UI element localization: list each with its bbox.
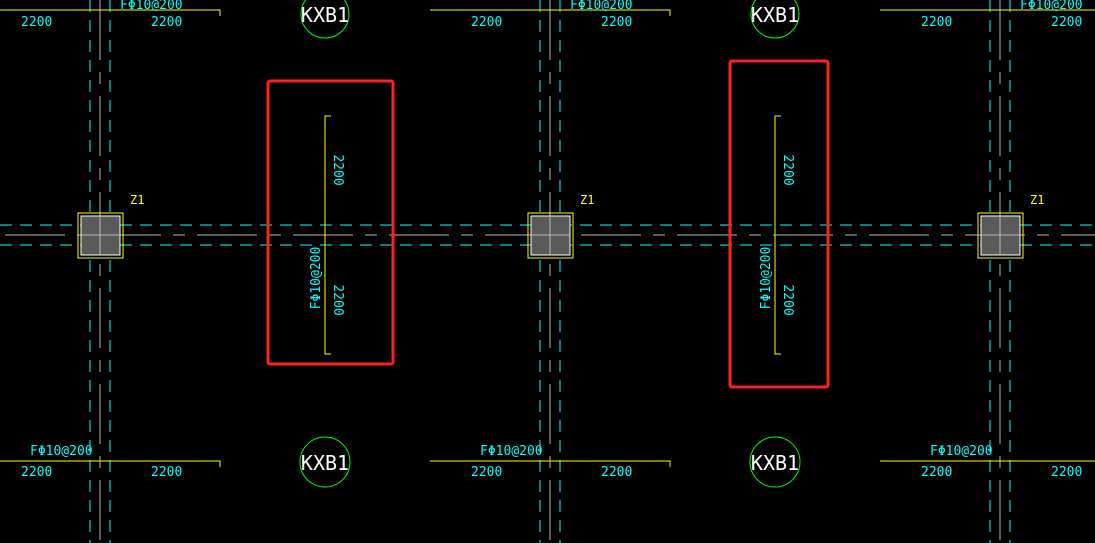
span-length: 2200 bbox=[21, 465, 52, 480]
slab-tag-circle bbox=[299, 436, 351, 488]
slab-tag[interactable]: KXB1 bbox=[301, 3, 349, 27]
slab-tag[interactable]: KXB1 bbox=[751, 451, 799, 475]
slab-tag-circle bbox=[749, 436, 801, 488]
span-length: 2200 bbox=[921, 465, 952, 480]
rebar-spec-bottom: FΦ10@200 bbox=[480, 444, 543, 459]
slab-tag[interactable]: KXB1 bbox=[301, 451, 349, 475]
slab-tag-circle bbox=[300, 0, 350, 39]
span-length: 2200 bbox=[601, 15, 632, 30]
rebar-spec-top: FΦ10@200 bbox=[1020, 0, 1083, 13]
rebar-line-bottom bbox=[0, 460, 221, 467]
slab-tag-circle bbox=[750, 0, 800, 39]
rebar-spec-top: FΦ10@200 bbox=[120, 0, 183, 13]
span-length: 2200 bbox=[1051, 15, 1082, 30]
span-length: 2200 bbox=[780, 284, 795, 315]
span-length: 2200 bbox=[780, 154, 795, 185]
span-length: 2200 bbox=[471, 465, 502, 480]
rebar-spec-vertical: FΦ10@200 bbox=[759, 247, 774, 310]
column-label: Z1 bbox=[1030, 193, 1044, 207]
column-label: Z1 bbox=[130, 193, 144, 207]
span-length: 2200 bbox=[151, 15, 182, 30]
span-length: 2200 bbox=[21, 15, 52, 30]
highlight-box[interactable] bbox=[728, 59, 830, 389]
span-length: 2200 bbox=[601, 465, 632, 480]
rebar-spec-bottom: FΦ10@200 bbox=[30, 444, 93, 459]
span-length: 2200 bbox=[921, 15, 952, 30]
span-length: 2200 bbox=[330, 154, 345, 185]
rebar-line-vertical bbox=[324, 115, 331, 355]
column-outline[interactable] bbox=[77, 212, 124, 259]
span-length: 2200 bbox=[151, 465, 182, 480]
span-length: 2200 bbox=[330, 284, 345, 315]
column-label: Z1 bbox=[580, 193, 594, 207]
rebar-line-vertical bbox=[774, 115, 781, 355]
column-outline[interactable] bbox=[527, 212, 574, 259]
rebar-line-bottom bbox=[430, 460, 671, 467]
span-length: 2200 bbox=[1051, 465, 1082, 480]
rebar-line-top bbox=[430, 9, 671, 16]
rebar-line-top bbox=[0, 9, 221, 16]
column-outline[interactable] bbox=[977, 212, 1024, 259]
rebar-spec-top: FΦ10@200 bbox=[570, 0, 633, 13]
span-length: 2200 bbox=[471, 15, 502, 30]
highlight-box[interactable] bbox=[266, 79, 395, 366]
rebar-spec-bottom: FΦ10@200 bbox=[930, 444, 993, 459]
rebar-spec-vertical: FΦ10@200 bbox=[309, 247, 324, 310]
slab-tag[interactable]: KXB1 bbox=[751, 3, 799, 27]
